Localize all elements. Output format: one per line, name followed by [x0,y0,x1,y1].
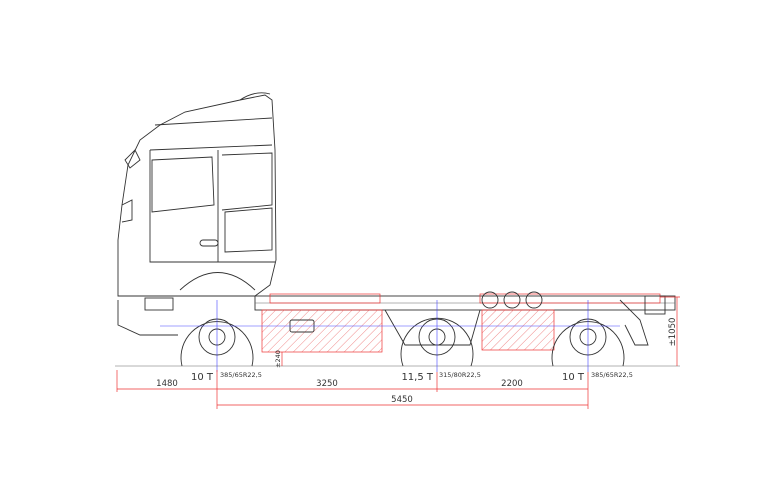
battery-box [481,309,555,351]
axle-1-load: 10 T [191,372,214,383]
dim-axle-2-3: 2200 [501,379,523,389]
dim-axle-1-2: 3250 [316,379,338,389]
fuel-tank [261,309,383,353]
dim-frame-height: ±1050 [668,318,678,347]
axle-2-tyre: 315/80R22,5 [439,371,481,379]
chassis-frame [254,291,676,353]
axle-3-tyre: 385/65R22,5 [591,371,633,379]
axle-3-load: 10 T [562,372,585,383]
axle-2-load: 11,5 T [401,372,433,383]
axle-1-tyre: 385/65R22,5 [220,371,262,379]
dimension-lines [116,296,680,409]
dim-ground-clearance: ±240 [274,350,282,368]
dim-wheelbase-total: 5450 [391,395,413,405]
cab [117,92,277,336]
dim-front-overhang: 1480 [156,379,178,389]
